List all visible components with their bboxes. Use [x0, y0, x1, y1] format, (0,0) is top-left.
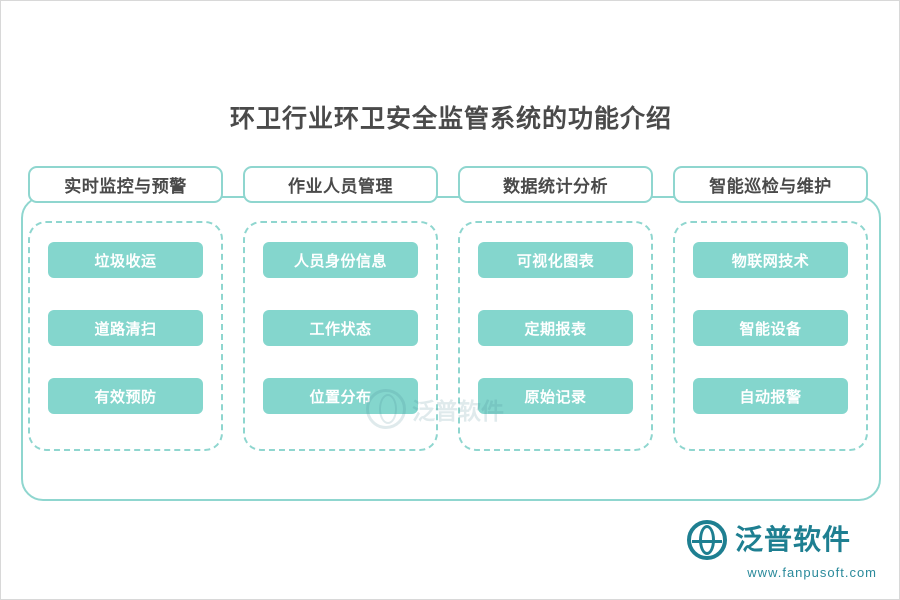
diagram-column-2: 作业人员管理 人员身份信息 工作状态 位置分布 [243, 166, 438, 451]
chip-label: 智能设备 [739, 320, 802, 338]
list-item[interactable]: 垃圾收运 [48, 242, 203, 278]
diagram-outer-frame [21, 196, 881, 501]
chip-label: 道路清扫 [94, 320, 157, 338]
globe-icon [687, 520, 727, 560]
brand-logo: 泛普软件 www.fanpusoft.com [687, 519, 877, 581]
column-body-3: 可视化图表 定期报表 原始记录 [458, 221, 653, 451]
diagram-columns: 实时监控与预警 垃圾收运 道路清扫 有效预防 作业人员管理 人员身份信息 工作状… [21, 166, 881, 466]
list-item[interactable]: 有效预防 [48, 378, 203, 414]
logo-row: 泛普软件 [687, 519, 877, 561]
list-item[interactable]: 物联网技术 [693, 242, 848, 278]
list-item[interactable]: 可视化图表 [478, 242, 633, 278]
list-item[interactable]: 原始记录 [478, 378, 633, 414]
list-item[interactable]: 智能设备 [693, 310, 848, 346]
column-header-label-4: 智能巡检与维护 [709, 177, 832, 196]
chip-label: 工作状态 [309, 320, 372, 338]
list-item[interactable]: 道路清扫 [48, 310, 203, 346]
chip-label: 人员身份信息 [293, 252, 387, 270]
column-header-label-1: 实时监控与预警 [64, 177, 187, 196]
list-item[interactable]: 自动报警 [693, 378, 848, 414]
chip-label: 物联网技术 [731, 252, 810, 270]
column-header-label-3: 数据统计分析 [503, 177, 608, 196]
list-item[interactable]: 定期报表 [478, 310, 633, 346]
diagram-column-3: 数据统计分析 可视化图表 定期报表 原始记录 [458, 166, 653, 451]
column-header-4[interactable]: 智能巡检与维护 [673, 166, 868, 203]
chip-label: 垃圾收运 [94, 252, 157, 270]
diagram-column-4: 智能巡检与维护 物联网技术 智能设备 自动报警 [673, 166, 868, 451]
list-item[interactable]: 位置分布 [263, 378, 418, 414]
chip-label: 定期报表 [524, 320, 587, 338]
column-body-4: 物联网技术 智能设备 自动报警 [673, 221, 868, 451]
column-header-1[interactable]: 实时监控与预警 [28, 166, 223, 203]
column-body-2: 人员身份信息 工作状态 位置分布 [243, 221, 438, 451]
chip-label: 自动报警 [739, 388, 802, 406]
column-header-3[interactable]: 数据统计分析 [458, 166, 653, 203]
list-item[interactable]: 工作状态 [263, 310, 418, 346]
diagram-column-1: 实时监控与预警 垃圾收运 道路清扫 有效预防 [28, 166, 223, 451]
chip-label: 位置分布 [309, 388, 372, 406]
page-title: 环卫行业环卫安全监管系统的功能介绍 [229, 105, 672, 133]
column-header-label-2: 作业人员管理 [288, 177, 393, 196]
logo-name: 泛普软件 [735, 524, 852, 555]
list-item[interactable]: 人员身份信息 [263, 242, 418, 278]
chip-label: 原始记录 [524, 388, 587, 406]
chip-label: 有效预防 [94, 388, 157, 406]
column-header-2[interactable]: 作业人员管理 [243, 166, 438, 203]
column-body-1: 垃圾收运 道路清扫 有效预防 [28, 221, 223, 451]
logo-url: www.fanpusoft.com [747, 565, 877, 580]
chip-label: 可视化图表 [516, 252, 595, 270]
